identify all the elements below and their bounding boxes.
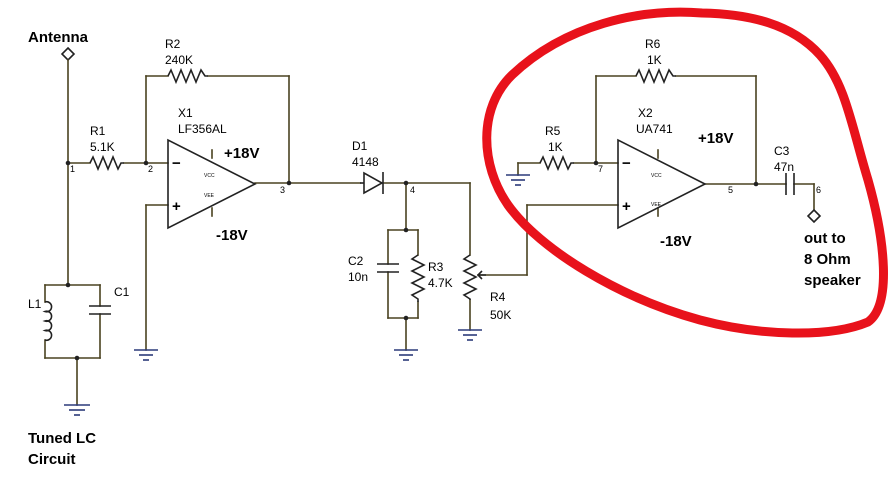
tuned-lc-label-2: Circuit — [28, 451, 76, 468]
node-7: 7 — [598, 164, 603, 174]
r4-value: 50K — [490, 308, 511, 322]
l1-ref: L1 — [28, 297, 42, 311]
capacitor-c3 — [785, 173, 795, 195]
x2-vneg: -18V — [660, 233, 692, 250]
x1-plus-pin: + — [172, 198, 181, 215]
r3-value: 4.7K — [428, 276, 453, 290]
node-5: 5 — [728, 185, 733, 195]
r2-value: 240K — [165, 53, 193, 67]
ground-lc — [64, 404, 90, 416]
r1-value: 5.1K — [90, 140, 115, 154]
node-3: 3 — [280, 185, 285, 195]
lc-tank-wires — [44, 282, 101, 406]
ground-x1 — [134, 349, 158, 361]
x1-vneg: -18V — [216, 227, 248, 244]
c2-ref: C2 — [348, 254, 364, 268]
c1-ref: C1 — [114, 285, 130, 299]
ground-c2-r3 — [394, 349, 418, 361]
capacitor-c1 — [89, 305, 111, 315]
r4-ref: R4 — [490, 290, 506, 304]
opamp-x2 — [617, 138, 707, 230]
r2-ref: R2 — [165, 37, 181, 51]
ground-r4 — [458, 329, 482, 341]
out-label-1: out to — [804, 230, 846, 247]
x2-vcc-pin: VCC — [651, 173, 662, 179]
resistor-r3 — [410, 254, 426, 302]
c3-value: 47n — [774, 160, 794, 174]
x2-minus-pin: − — [622, 155, 631, 172]
x2-part: UA741 — [636, 122, 673, 136]
x2-vee-pin: VEE — [651, 202, 662, 208]
r6-value: 1K — [647, 53, 662, 67]
node-1: 2 — [148, 164, 153, 174]
x1-vcc-pin: VCC — [204, 173, 215, 179]
x1-part: LF356AL — [178, 122, 227, 136]
x2-ref: X2 — [638, 106, 653, 120]
node-6: 6 — [816, 185, 821, 195]
resistor-r1 — [89, 154, 124, 172]
diode-d1 — [360, 171, 384, 195]
r5-value: 1K — [548, 140, 563, 154]
inductor-l1 — [42, 300, 53, 342]
detector-wires — [383, 180, 619, 351]
c2-value: 10n — [348, 270, 368, 284]
resistor-r6 — [635, 67, 676, 85]
x1-minus-pin: − — [172, 155, 181, 172]
resistor-r5 — [539, 154, 574, 172]
x1-ref: X1 — [178, 106, 193, 120]
stage1-wires — [65, 75, 361, 351]
highlight-outline — [482, 7, 888, 338]
x2-plus-pin: + — [622, 198, 631, 215]
potentiometer-r4 — [462, 254, 486, 300]
output-terminal — [806, 208, 822, 224]
node-4: 4 — [410, 185, 415, 195]
node-2: 1 — [70, 164, 75, 174]
out-label-2: 8 Ohm — [804, 251, 851, 268]
r3-ref: R3 — [428, 260, 444, 274]
resistor-r2 — [167, 67, 208, 85]
r5-ref: R5 — [545, 124, 561, 138]
c3-ref: C3 — [774, 144, 790, 158]
antenna-label: Antenna — [28, 29, 89, 46]
x2-vpos: +18V — [698, 130, 733, 147]
r1-ref: R1 — [90, 124, 106, 138]
d1-value: 4148 — [352, 155, 379, 169]
opamp-x1 — [167, 138, 257, 230]
x1-vee-pin: VEE — [204, 193, 215, 199]
capacitor-c2 — [377, 263, 399, 273]
tuned-lc-label-1: Tuned LC — [28, 430, 96, 447]
r6-ref: R6 — [645, 37, 661, 51]
ground-r5 — [506, 174, 530, 186]
stage2-wires — [517, 75, 815, 217]
antenna-symbol — [60, 46, 76, 286]
d1-ref: D1 — [352, 139, 368, 153]
out-label-3: speaker — [804, 272, 861, 289]
x1-vpos: +18V — [224, 145, 259, 162]
